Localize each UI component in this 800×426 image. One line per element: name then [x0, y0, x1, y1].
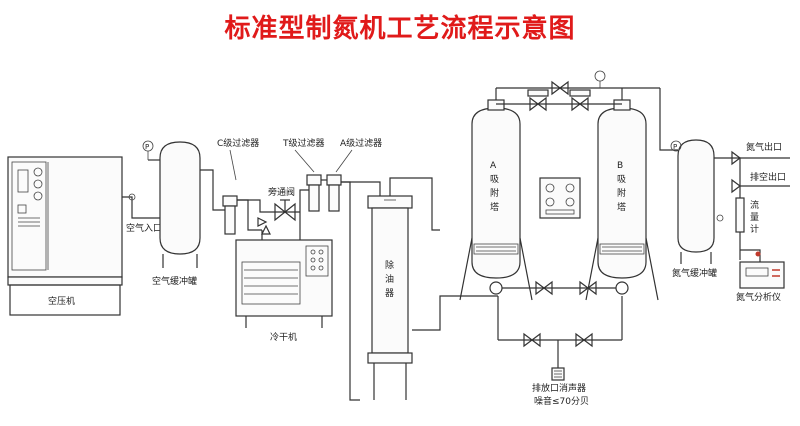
muffler: [551, 367, 565, 381]
pressure-gauge-icon: P: [142, 140, 154, 160]
svg-text:流: 流: [750, 199, 759, 211]
refrigerated-dryer: [235, 239, 333, 328]
a-filter: [326, 149, 353, 212]
bypass-valve: [274, 199, 296, 222]
c-filter-label: C级过滤器: [217, 137, 259, 149]
svg-text:B: B: [617, 161, 623, 171]
svg-text:P: P: [673, 143, 677, 151]
air-inlet-valve: [128, 193, 136, 201]
t-filter-label: T级过滤器: [282, 137, 325, 149]
oil-remover: [367, 195, 413, 400]
a-filter-label: A级过滤器: [340, 137, 382, 149]
svg-text:塔: 塔: [617, 201, 626, 213]
muffler-label: 排放口消声器: [532, 382, 586, 394]
noise-label: 噪音≤70分贝: [534, 395, 589, 407]
t-filter: [294, 149, 322, 212]
air-inlet-label: 空气入口: [126, 222, 162, 234]
svg-text:吸: 吸: [617, 174, 626, 185]
air-buffer-tank-label: 空气缓冲罐: [152, 275, 197, 287]
nitrogen-analyzer: [739, 251, 785, 289]
svg-text:附: 附: [617, 187, 626, 199]
tower-a-label: A 吸 附 塔: [490, 161, 499, 213]
adsorption-tower-b: [585, 99, 659, 301]
nitrogen-analyzer-label: 氮气分析仪: [736, 291, 781, 303]
svg-text:器: 器: [385, 288, 394, 299]
svg-text:P: P: [145, 143, 149, 151]
svg-text:量: 量: [750, 212, 759, 223]
air-compressor: [7, 156, 123, 316]
nitrogen-buffer-tank-label: 氮气缓冲罐: [672, 267, 717, 279]
nitrogen-buffer-tank: [677, 139, 724, 264]
c-filter: [222, 149, 238, 235]
flowmeter-label: 流 量 计: [750, 199, 759, 235]
air-buffer-tank: [148, 141, 201, 268]
dryer-inlet-valve: [257, 217, 271, 235]
svg-text:A: A: [490, 161, 497, 171]
flowmeter: [735, 197, 745, 233]
tower-b-label: B 吸 附 塔: [617, 161, 626, 213]
oil-remover-label: 除 油 器: [385, 259, 394, 299]
pressure-gauge-icon: P: [670, 140, 682, 152]
dryer-label: 冷干机: [270, 331, 297, 343]
adsorption-tower-a: [459, 99, 533, 301]
bottom-valve-manifold: [497, 280, 623, 368]
diagram-title: 标准型制氮机工艺流程示意图: [224, 14, 576, 44]
svg-text:油: 油: [385, 273, 394, 285]
control-panel: [539, 177, 581, 219]
nitrogen-outlet-label: 氮气出口: [746, 141, 782, 153]
svg-text:塔: 塔: [490, 201, 499, 213]
bypass-valve-label: 旁通阀: [268, 186, 295, 198]
svg-text:附: 附: [490, 187, 499, 199]
compressor-label: 空压机: [48, 295, 75, 307]
top-valve-manifold: [495, 70, 660, 112]
svg-text:计: 计: [750, 223, 759, 235]
svg-text:除: 除: [385, 259, 394, 271]
vent-outlet-label: 排空出口: [750, 171, 786, 183]
svg-text:吸: 吸: [490, 174, 499, 185]
